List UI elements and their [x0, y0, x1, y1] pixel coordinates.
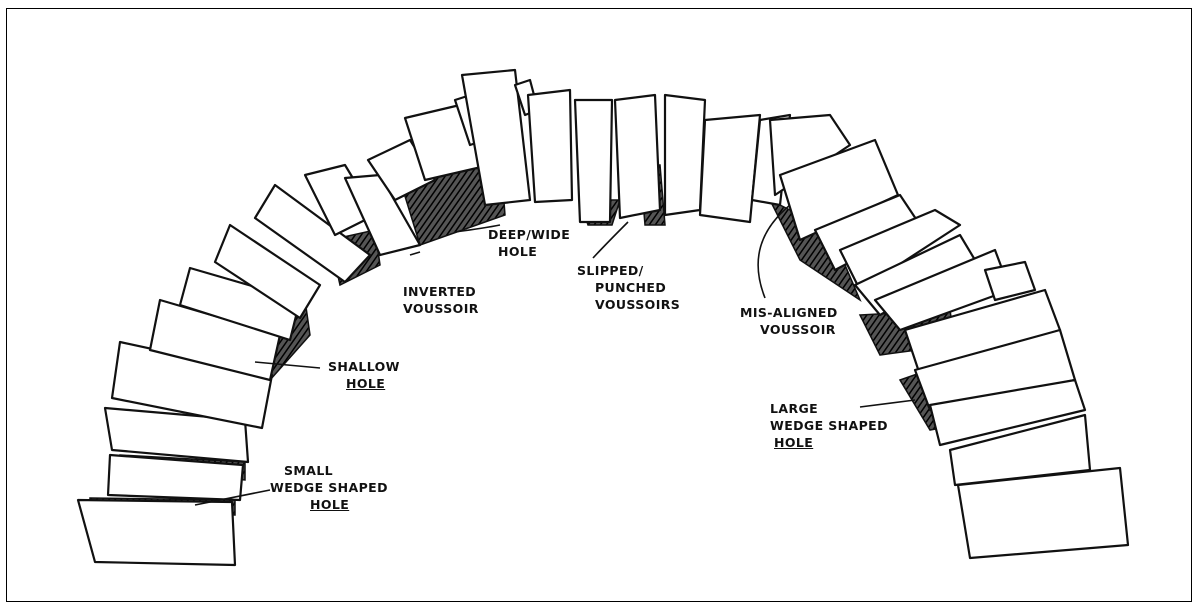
label-misaligned-voussoir: MIS-ALIGNED VOUSSOIR [740, 304, 838, 338]
label-slipped-punched: SLIPPED/ PUNCHED VOUSSOIRS [577, 262, 680, 313]
label-large-wedge-hole: LARGE WEDGE SHAPED HOLE [770, 400, 888, 451]
label-shallow-hole: SHALLOW HOLE [328, 358, 400, 392]
label-small-wedge-hole: SMALL WEDGE SHAPED HOLE [270, 462, 388, 513]
label-inverted-voussoir: INVERTED VOUSSOIR [403, 283, 479, 317]
voussoir-stones [78, 70, 1128, 565]
label-deep-wide-hole: DEEP/WIDE HOLE [488, 226, 570, 260]
